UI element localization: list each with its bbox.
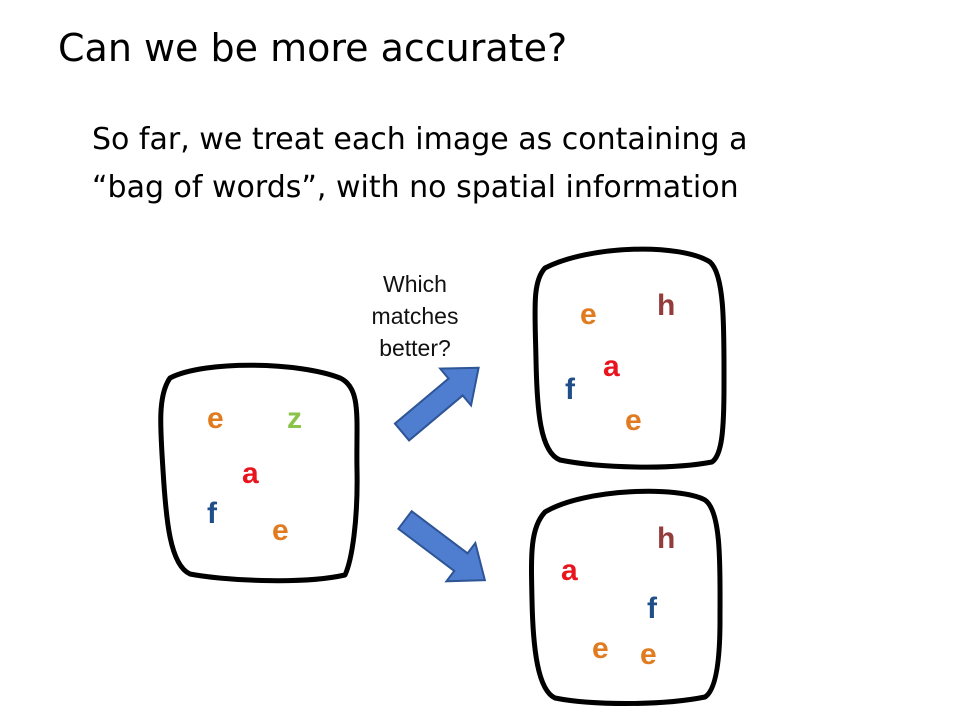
top-word-h: h	[657, 289, 675, 322]
slide-title: Can we be more accurate?	[58, 26, 568, 70]
bottom-candidate-bag: h a f e e	[529, 488, 723, 706]
arrow-up-right-icon	[393, 366, 480, 442]
bottom-word-e2: e	[640, 638, 657, 671]
question-line-3: better?	[379, 335, 451, 361]
question-label: Which matches better?	[345, 268, 485, 364]
query-word-e: e	[207, 402, 224, 435]
query-bag-outline	[158, 362, 360, 584]
top-bag-outline	[532, 246, 727, 470]
question-line-1: Which	[383, 271, 447, 297]
body-line-1: So far, we treat each image as containin…	[92, 122, 748, 157]
query-word-f: f	[207, 497, 218, 530]
question-line-2: matches	[371, 303, 459, 329]
bottom-word-a: a	[561, 554, 578, 587]
query-word-e2: e	[272, 514, 289, 547]
top-word-a: a	[603, 350, 620, 383]
top-word-f: f	[565, 373, 576, 406]
body-line-2: “bag of words”, with no spatial informat…	[92, 170, 739, 205]
query-word-z: z	[287, 402, 302, 435]
bottom-word-e: e	[592, 632, 609, 665]
bottom-word-f: f	[647, 592, 658, 625]
top-word-e2: e	[625, 404, 642, 437]
slide-body-text: So far, we treat each image as containin…	[92, 116, 747, 212]
bottom-bag-outline	[529, 488, 723, 706]
arrow-down-right-icon	[396, 509, 487, 583]
query-bag: e z a f e	[158, 362, 360, 584]
bottom-word-h: h	[657, 522, 675, 555]
top-candidate-bag: e h a f e	[532, 246, 727, 470]
arrow-to-bottom	[396, 509, 487, 583]
arrow-to-top	[393, 366, 480, 442]
top-word-e: e	[580, 298, 597, 331]
query-word-a: a	[242, 457, 259, 490]
